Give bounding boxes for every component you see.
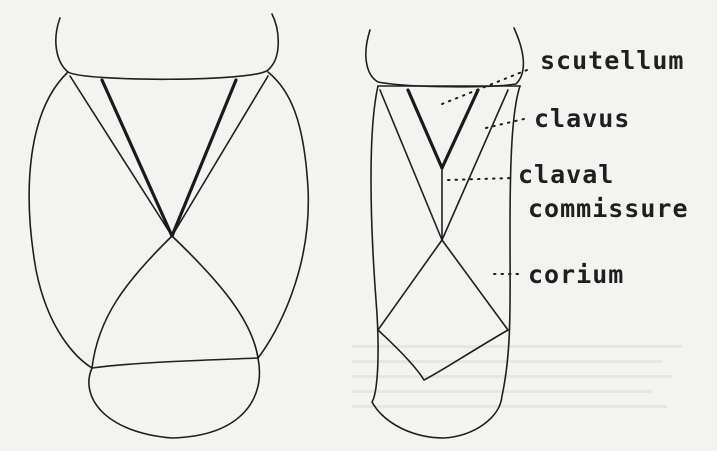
left-body-outline [29,72,308,438]
left-wing-drawing [29,14,308,438]
clavus-label: clavus [534,106,630,131]
right-clavus-line-right [442,90,508,240]
left-clavus-inner-left [70,76,172,236]
left-clavus-inner-right [172,76,268,236]
left-corium-curve-right [172,236,258,358]
left-claval-suture-left [102,80,172,236]
claval-commissure-label-line2: commissure [528,196,689,221]
right-membrane-line [378,330,508,380]
right-claval-suture-right [442,90,478,168]
claval-commissure-leader [448,178,512,180]
right-clavus-line-left [380,90,442,240]
left-corium-curve-left [92,236,172,368]
corium-label: corium [528,262,624,287]
right-corium-line-right [442,240,508,330]
right-body-outline [371,86,520,438]
left-scutellum-outline [56,14,278,79]
right-claval-suture-left [408,90,442,168]
right-corium-line-left [378,240,442,330]
left-membrane-line [92,358,258,368]
right-scutellum-outline [366,28,524,87]
scutellum-label: scutellum [540,48,684,73]
claval-commissure-label-line1: claval [518,162,614,187]
left-claval-suture-right [172,80,236,236]
right-wing-drawing [366,28,524,438]
